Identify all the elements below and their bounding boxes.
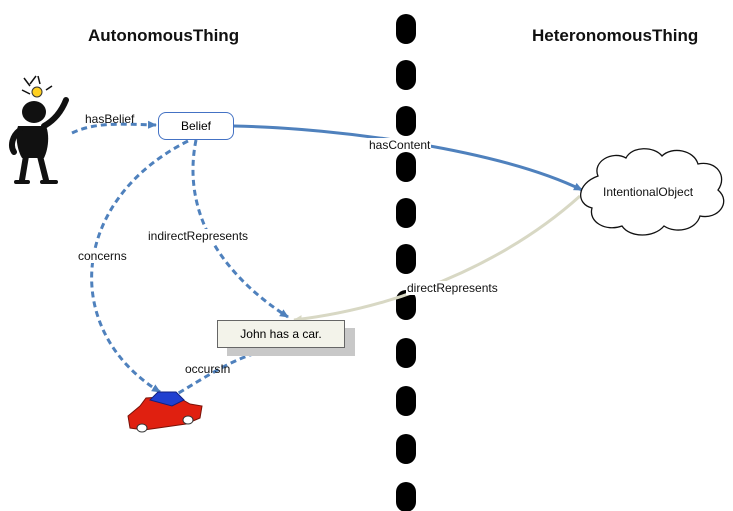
belief-node: Belief bbox=[158, 112, 234, 140]
indirect-represents-label: indirectRepresents bbox=[147, 229, 250, 243]
has-belief-label: hasBelief bbox=[85, 112, 135, 126]
john-has-a-car-note: John has a car. bbox=[217, 320, 345, 348]
thinking-person-icon bbox=[9, 75, 69, 184]
belief-label: Belief bbox=[180, 119, 212, 133]
note-label: John has a car. bbox=[240, 327, 322, 341]
direct-represents-label: directRepresents bbox=[406, 281, 499, 295]
has-belief-edge bbox=[71, 120, 157, 135]
concerns-label: concerns bbox=[77, 249, 128, 263]
occurs-in-edge bbox=[169, 344, 283, 400]
car-icon bbox=[127, 391, 203, 433]
autonomous-thing-title: AutonomousThing bbox=[88, 26, 240, 45]
divider-line bbox=[396, 14, 416, 511]
lightbulb-icon bbox=[31, 86, 43, 98]
occurs-in-label: occursIn bbox=[185, 362, 231, 376]
direct-represents-edge bbox=[293, 194, 582, 324]
intentional-object-cloud bbox=[580, 148, 725, 236]
heteronomous-thing-title: HeteronomousThing bbox=[532, 26, 699, 45]
intentional-object-label: IntentionalObject bbox=[603, 185, 694, 199]
concerns-edge bbox=[90, 139, 189, 394]
has-content-label: hasContent bbox=[368, 138, 432, 152]
